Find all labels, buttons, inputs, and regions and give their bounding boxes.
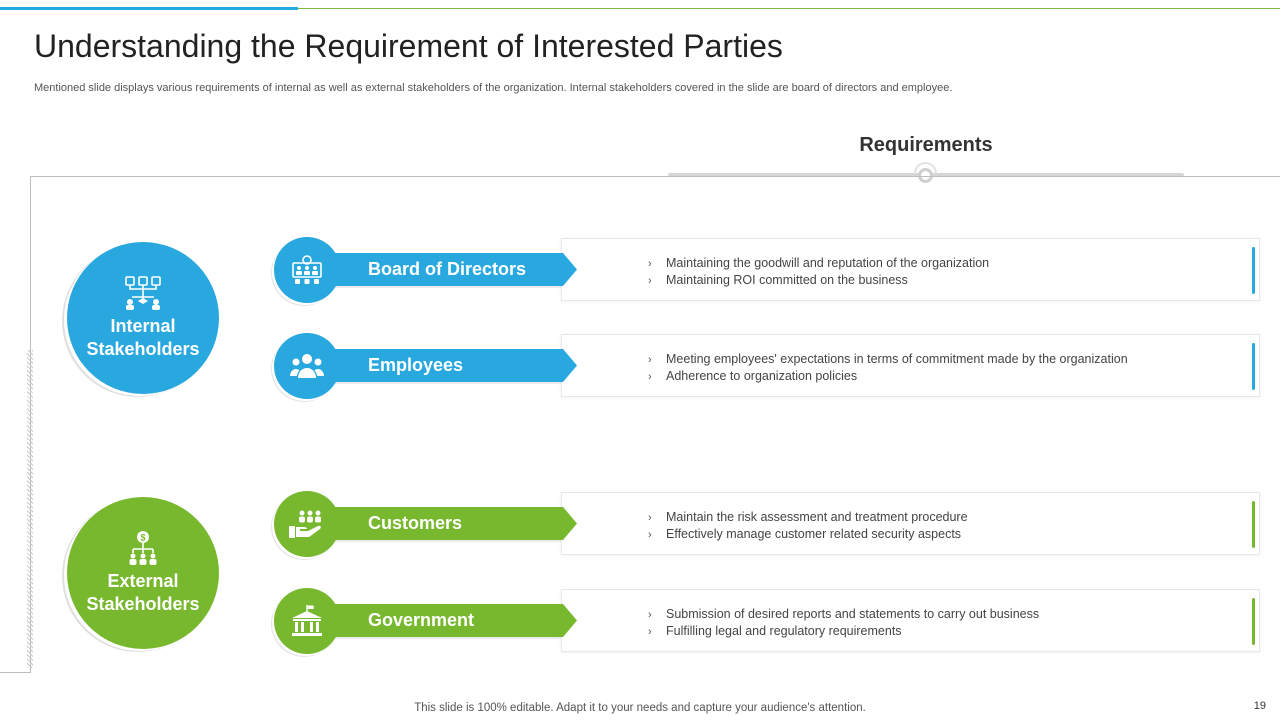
requirement-item: ›Maintaining the goodwill and reputation… — [648, 256, 990, 270]
internal-stakeholders-label: Internal Stakeholders — [86, 316, 200, 359]
chevron-right-icon: › — [648, 354, 652, 366]
stakeholder-ribbon — [333, 349, 577, 382]
chevron-right-icon: › — [648, 275, 652, 287]
card-accent-bar — [1252, 247, 1255, 294]
requirements-list: ›Submission of desired reports and state… — [648, 606, 1039, 640]
requirement-item: ›Submission of desired reports and state… — [648, 607, 1040, 621]
requirement-item: ›Effectively manage customer related sec… — [648, 527, 962, 541]
card-accent-bar — [1252, 598, 1255, 645]
stakeholder-row-board-of-directors: Board of Directors ›Maintaining the good… — [0, 237, 1280, 307]
stakeholder-ribbon — [333, 507, 577, 540]
requirements-knob-arc — [914, 162, 937, 174]
requirements-list: ›Maintaining the goodwill and reputation… — [648, 255, 989, 289]
stakeholder-name: Board of Directors — [368, 259, 527, 279]
card-accent-bar — [1252, 501, 1255, 548]
internal-stakeholders-circle: Internal Stakeholders — [67, 242, 219, 394]
chevron-right-icon: › — [648, 626, 652, 638]
boardroom-icon-circle — [274, 237, 340, 303]
stakeholder-row-customers: Customers ›Maintain the risk assessment … — [0, 491, 1280, 561]
requirement-item: ›Fulfilling legal and regulatory require… — [648, 624, 902, 638]
requirement-item: ›Maintain the risk assessment and treatm… — [648, 510, 968, 524]
requirement-item: ›Maintaining ROI committed on the busine… — [648, 273, 908, 287]
government-building-icon-circle — [274, 588, 340, 654]
frame-hatch-decoration — [27, 350, 33, 668]
chevron-right-icon: › — [648, 609, 652, 621]
external-stakeholders-label: External Stakeholders — [86, 571, 200, 614]
customers-hand-icon — [289, 510, 321, 538]
team-icon — [290, 354, 324, 378]
stakeholder-row-government: Government ›Submission of desired report… — [0, 588, 1280, 658]
requirements-card: ›Submission of desired reports and state… — [561, 589, 1260, 652]
card-accent-bar — [1252, 343, 1255, 390]
slide-footer: This slide is 100% editable. Adapt it to… — [414, 702, 866, 714]
org-hierarchy-icon — [125, 276, 161, 310]
frame-top-line — [30, 176, 1280, 177]
chevron-right-icon: › — [648, 371, 652, 383]
slide-subtitle: Mentioned slide displays various require… — [34, 82, 953, 94]
requirements-card: ›Meeting employees' expectations in term… — [561, 334, 1260, 397]
requirements-card: ›Maintaining the goodwill and reputation… — [561, 238, 1260, 301]
stakeholder-ribbon — [333, 604, 577, 637]
requirements-heading: Requirements — [859, 134, 993, 156]
svg-text:$: $ — [140, 533, 145, 543]
stakeholder-row-employees: Employees ›Meeting employees' expectatio… — [0, 333, 1280, 403]
stakeholder-name: Customers — [368, 513, 463, 533]
page-number: 19 — [1253, 700, 1266, 712]
stakeholder-name: Government — [368, 610, 475, 630]
chevron-right-icon: › — [648, 512, 652, 524]
chevron-right-icon: › — [648, 529, 652, 541]
dollar-hierarchy-icon: $ — [129, 531, 157, 565]
requirement-item: ›Adherence to organization policies — [648, 369, 858, 383]
external-stakeholders-circle: $ External Stakeholders — [67, 497, 219, 649]
team-icon-circle — [274, 333, 340, 399]
requirement-item: ›Meeting employees' expectations in term… — [648, 352, 1128, 366]
stakeholder-name: Employees — [368, 355, 464, 375]
requirements-knob — [918, 168, 933, 183]
chevron-right-icon: › — [648, 258, 652, 270]
slide-title: Understanding the Requirement of Interes… — [34, 28, 783, 64]
government-building-icon — [292, 605, 322, 636]
boardroom-icon — [292, 255, 322, 284]
top-accent-bar-blue — [0, 7, 298, 10]
requirements-card: ›Maintain the risk assessment and treatm… — [561, 492, 1260, 555]
requirements-list: ›Maintain the risk assessment and treatm… — [648, 509, 968, 543]
top-accent-bar-green — [298, 8, 1280, 9]
frame-bottom-line — [0, 672, 31, 673]
customers-hand-icon-circle — [274, 491, 340, 557]
stakeholder-ribbon — [333, 253, 577, 286]
requirements-list: ›Meeting employees' expectations in term… — [648, 351, 1128, 385]
